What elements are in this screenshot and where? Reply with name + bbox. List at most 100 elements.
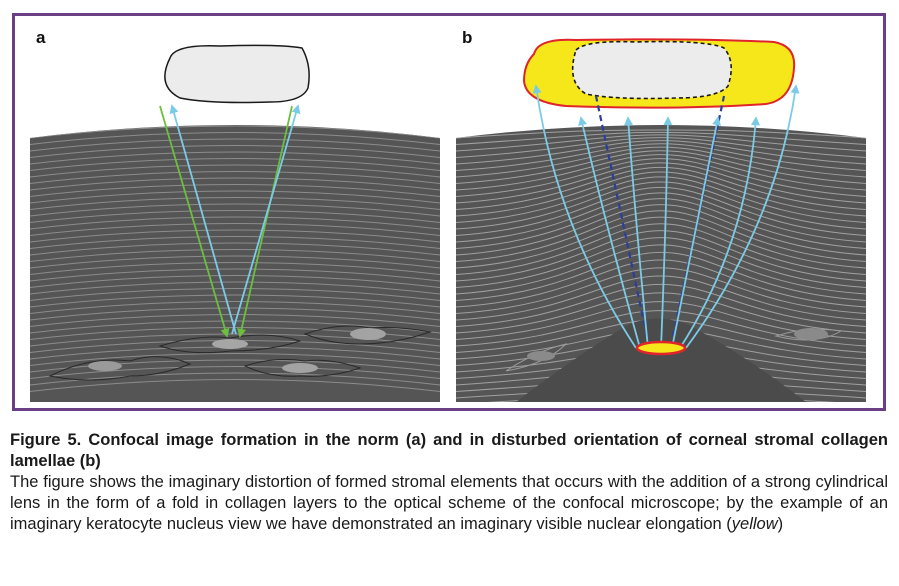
lamella-line (456, 210, 866, 262)
lamella-line (456, 223, 866, 275)
lamella-line (30, 164, 440, 178)
lamella-line (30, 372, 440, 386)
keratocyte (774, 328, 843, 341)
lamella-line (456, 237, 866, 288)
lamella-line (456, 158, 866, 197)
lamella-line (30, 177, 440, 191)
panel-b: b (456, 26, 866, 402)
incident-ray-left (159, 105, 230, 338)
lamella-line (30, 281, 440, 295)
lamella-line (30, 197, 440, 210)
caption-body-text: The figure shows the imaginary distortio… (10, 473, 888, 533)
panel-a: a (30, 26, 440, 402)
keratocyte (48, 356, 192, 381)
keratocyte-nucleus (282, 363, 318, 373)
lamella-line (30, 333, 440, 347)
reflected-ray-right (231, 104, 301, 335)
panel-a-diagram (30, 44, 440, 402)
lamella-line (30, 229, 440, 243)
lamella-line (30, 184, 440, 197)
panel-a-label: a (36, 28, 46, 47)
lamella-line (30, 210, 440, 223)
keratocyte-nucleus (527, 351, 555, 361)
lamella-line (456, 283, 866, 327)
lamella-line (456, 259, 866, 308)
lamella-line (456, 154, 866, 191)
caption-body-italic: yellow (731, 515, 778, 533)
lamella-line (456, 275, 866, 321)
lamella-line (456, 137, 866, 158)
lamella-line (30, 314, 440, 327)
stroma-layer (456, 125, 866, 402)
lamella-line (30, 275, 440, 288)
lamella-line (30, 125, 440, 139)
lamella-line (30, 171, 440, 184)
keratocyte-nucleus (212, 339, 248, 349)
panel-b-diagram (456, 38, 866, 402)
lamella-line (30, 223, 440, 236)
keratocyte (158, 334, 302, 354)
keratocytes (48, 325, 432, 381)
lamella-line (456, 181, 866, 230)
lamella-line (30, 190, 440, 204)
keratocyte-nucleus (794, 328, 828, 340)
lamella-line (456, 204, 866, 256)
fold-core (516, 318, 806, 402)
lamella-line (30, 132, 440, 145)
lamella-line (456, 143, 866, 171)
lamella-line (30, 262, 440, 275)
lamella-line (456, 166, 866, 210)
lamella-line (30, 138, 440, 152)
lamella-line (456, 162, 866, 204)
lamella-line (456, 301, 866, 340)
lamella-line (456, 310, 866, 347)
lamella-line (30, 242, 440, 256)
figure-caption: Figure 5. Confocal image formation in th… (10, 430, 888, 535)
lamella-line (30, 379, 440, 392)
lamella-line (30, 151, 440, 165)
lamella-line (30, 255, 440, 269)
lamella-line (30, 216, 440, 230)
lamella-line (30, 203, 440, 217)
lamella-line (456, 216, 866, 269)
lamella-line (30, 353, 440, 366)
lamella-line (456, 267, 866, 314)
light-rays (159, 104, 301, 338)
lamella-line (456, 176, 866, 223)
lamella-line (456, 251, 866, 301)
lamella-line (456, 186, 866, 236)
lamella-line (30, 307, 440, 321)
lamella-line (30, 366, 440, 379)
keratocytes (505, 328, 843, 372)
keratocyte (505, 343, 568, 372)
lamella-line (456, 134, 866, 152)
lamella-line (30, 288, 440, 301)
lamella-line (30, 268, 440, 282)
lamella-line (456, 244, 866, 295)
panel-b-label: b (462, 28, 473, 47)
focal-nucleus (635, 340, 687, 356)
lamella-line (456, 198, 866, 249)
lamella-line (456, 171, 866, 217)
lamella-line (30, 236, 440, 249)
distorted-rays (532, 84, 800, 349)
caption-title: Figure 5. Confocal image formation in th… (10, 431, 888, 470)
lamella-line (456, 230, 866, 282)
lamella-line (456, 192, 866, 243)
lamella-line (30, 145, 440, 158)
lamella-line (30, 249, 440, 262)
collagen-lamellae-folded (456, 129, 866, 402)
figure-frame: a (12, 13, 886, 411)
keratocyte-nucleus (88, 361, 122, 371)
keratocyte (303, 325, 432, 345)
reflected-ray-left (169, 104, 237, 335)
original-nucleus-outline (571, 40, 732, 100)
collagen-lamellae (30, 125, 440, 392)
lamella-line (30, 158, 440, 171)
lamella-line (456, 292, 866, 334)
caption-body-end: ) (777, 515, 784, 533)
caption-body: The figure shows the imaginary distortio… (10, 472, 888, 535)
nucleus-image (164, 44, 310, 104)
lamella-line (456, 140, 866, 165)
lamella-line (30, 301, 440, 314)
